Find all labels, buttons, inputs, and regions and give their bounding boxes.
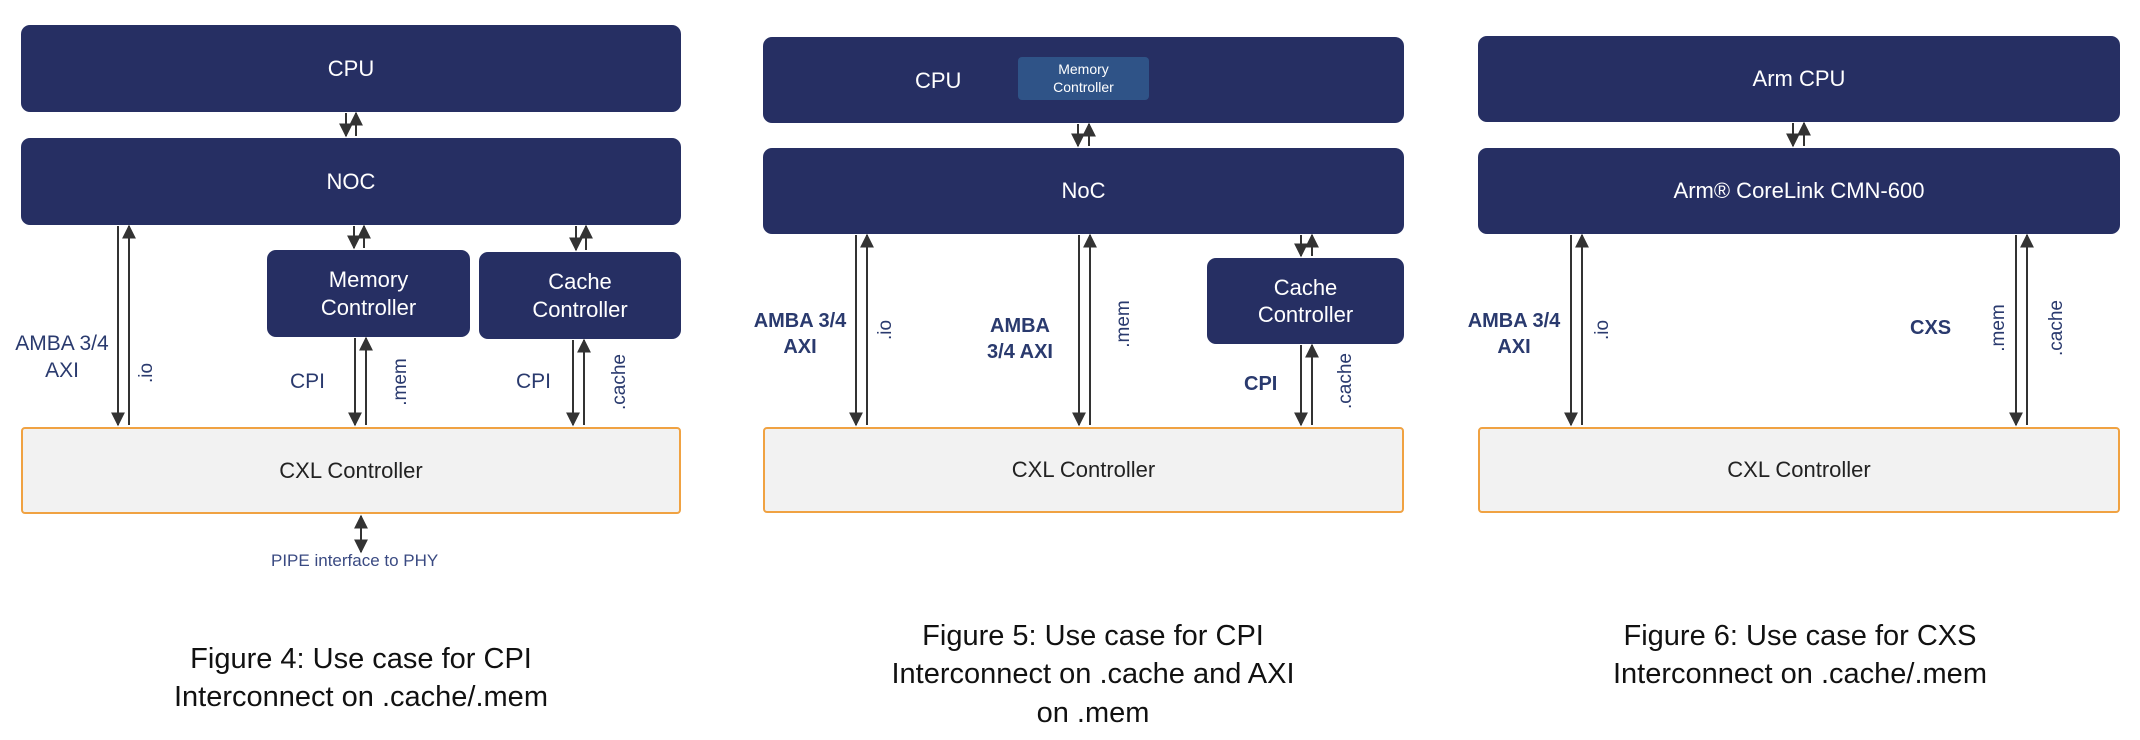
fig4-memory-controller-line2: Controller — [320, 294, 417, 320]
fig4-cache-controller-line2: Controller — [532, 296, 628, 322]
fig4-amba-label: AMBA 3/4 AXI — [6, 330, 118, 385]
fig4-cpu-label: CPU — [327, 55, 375, 81]
fig4-cxl-controller: CXL Controller — [21, 427, 681, 514]
fig5-amba-mem-line2: 3/4 AXI — [987, 341, 1053, 363]
fig4-noc-block: NOC — [21, 138, 681, 225]
fig6-cmn-label: Arm® CoreLink CMN-600 — [1673, 178, 1925, 204]
fig4-amba-line2: AXI — [45, 359, 79, 383]
fig6-caption-line2: Interconnect on .cache/.mem — [1613, 658, 1987, 691]
fig6-caption: Figure 6: Use case for CXS Interconnect … — [1540, 617, 2060, 694]
fig4-amba-line1: AMBA 3/4 — [15, 332, 109, 355]
fig5-amba-mem-line1: AMBA — [990, 315, 1050, 337]
fig5-amba-mem-label: AMBA 3/4 AXI — [960, 313, 1080, 365]
fig5-amba-io-line1: AMBA 3/4 — [753, 310, 847, 332]
fig4-pipe-label: PIPE interface to PHY — [271, 551, 439, 570]
fig4-caption-line2: Interconnect on .cache/.mem — [174, 681, 548, 714]
fig4-cpi-mem-label: CPI — [290, 370, 326, 393]
fig5-cpu-label: CPU — [915, 68, 962, 93]
fig5-caption-line3: on .mem — [1036, 696, 1150, 729]
fig5-amba-io-line2: AXI — [783, 336, 817, 358]
fig4-caption-line1: Figure 4: Use case for CPI — [190, 643, 532, 675]
fig4-cpu-block: CPU — [21, 25, 681, 112]
fig5-cache-controller-line1: Cache — [1273, 274, 1338, 300]
fig4-memory-controller-block: Memory Controller — [267, 250, 470, 337]
fig6-cpu-label: Arm CPU — [1752, 66, 1846, 92]
fig5-cpu-block: CPU Memory Controller — [763, 37, 1404, 123]
fig6-caption-line1: Figure 6: Use case for CXS — [1623, 620, 1977, 652]
fig6-cxs-label: CXS — [1910, 317, 1952, 339]
fig4-noc-label: NOC — [326, 168, 376, 194]
fig5-caption-line2: Interconnect on .cache and AXI — [891, 658, 1295, 691]
fig6-cxl-label: CXL Controller — [1727, 457, 1871, 482]
fig5-memory-controller-line2: Controller — [1053, 78, 1114, 95]
fig5-cache-controller-block: Cache Controller — [1207, 258, 1404, 344]
fig5-cpi-label: CPI — [1244, 373, 1278, 395]
fig5-memory-controller-line1: Memory — [1058, 61, 1109, 77]
fig5-caption-line1: Figure 5: Use case for CPI — [922, 620, 1264, 652]
fig4-cache-controller-line1: Cache — [548, 269, 612, 294]
fig4-cxl-label: CXL Controller — [279, 457, 423, 483]
fig5-cxl-label: CXL Controller — [1011, 457, 1156, 482]
fig5-noc-label: NoC — [1061, 178, 1106, 204]
fig4-memory-controller-line1: Memory — [328, 267, 409, 292]
fig4-caption: Figure 4: Use case for CPI Interconnect … — [101, 640, 621, 717]
fig5-cxl-controller: CXL Controller — [763, 427, 1404, 513]
fig5-cache-controller-line2: Controller — [1257, 302, 1354, 327]
fig6-cpu-block: Arm CPU — [1478, 36, 2120, 122]
fig4-cpi-cache-label: CPI — [516, 370, 552, 393]
fig5-noc-block: NoC — [763, 148, 1404, 234]
fig5-memory-controller-block: Memory Controller — [1018, 57, 1149, 100]
fig6-cxl-controller: CXL Controller — [1478, 427, 2120, 513]
fig4-cache-controller-block: Cache Controller — [479, 252, 681, 339]
fig6-amba-line2: AXI — [1497, 336, 1531, 358]
fig5-caption: Figure 5: Use case for CPI Interconnect … — [833, 617, 1353, 732]
fig5-amba-io-label: AMBA 3/4 AXI — [740, 308, 860, 360]
fig6-amba-line1: AMBA 3/4 — [1467, 310, 1561, 332]
fig6-cmn-block: Arm® CoreLink CMN-600 — [1478, 148, 2120, 234]
fig6-amba-label: AMBA 3/4 AXI — [1454, 308, 1574, 360]
